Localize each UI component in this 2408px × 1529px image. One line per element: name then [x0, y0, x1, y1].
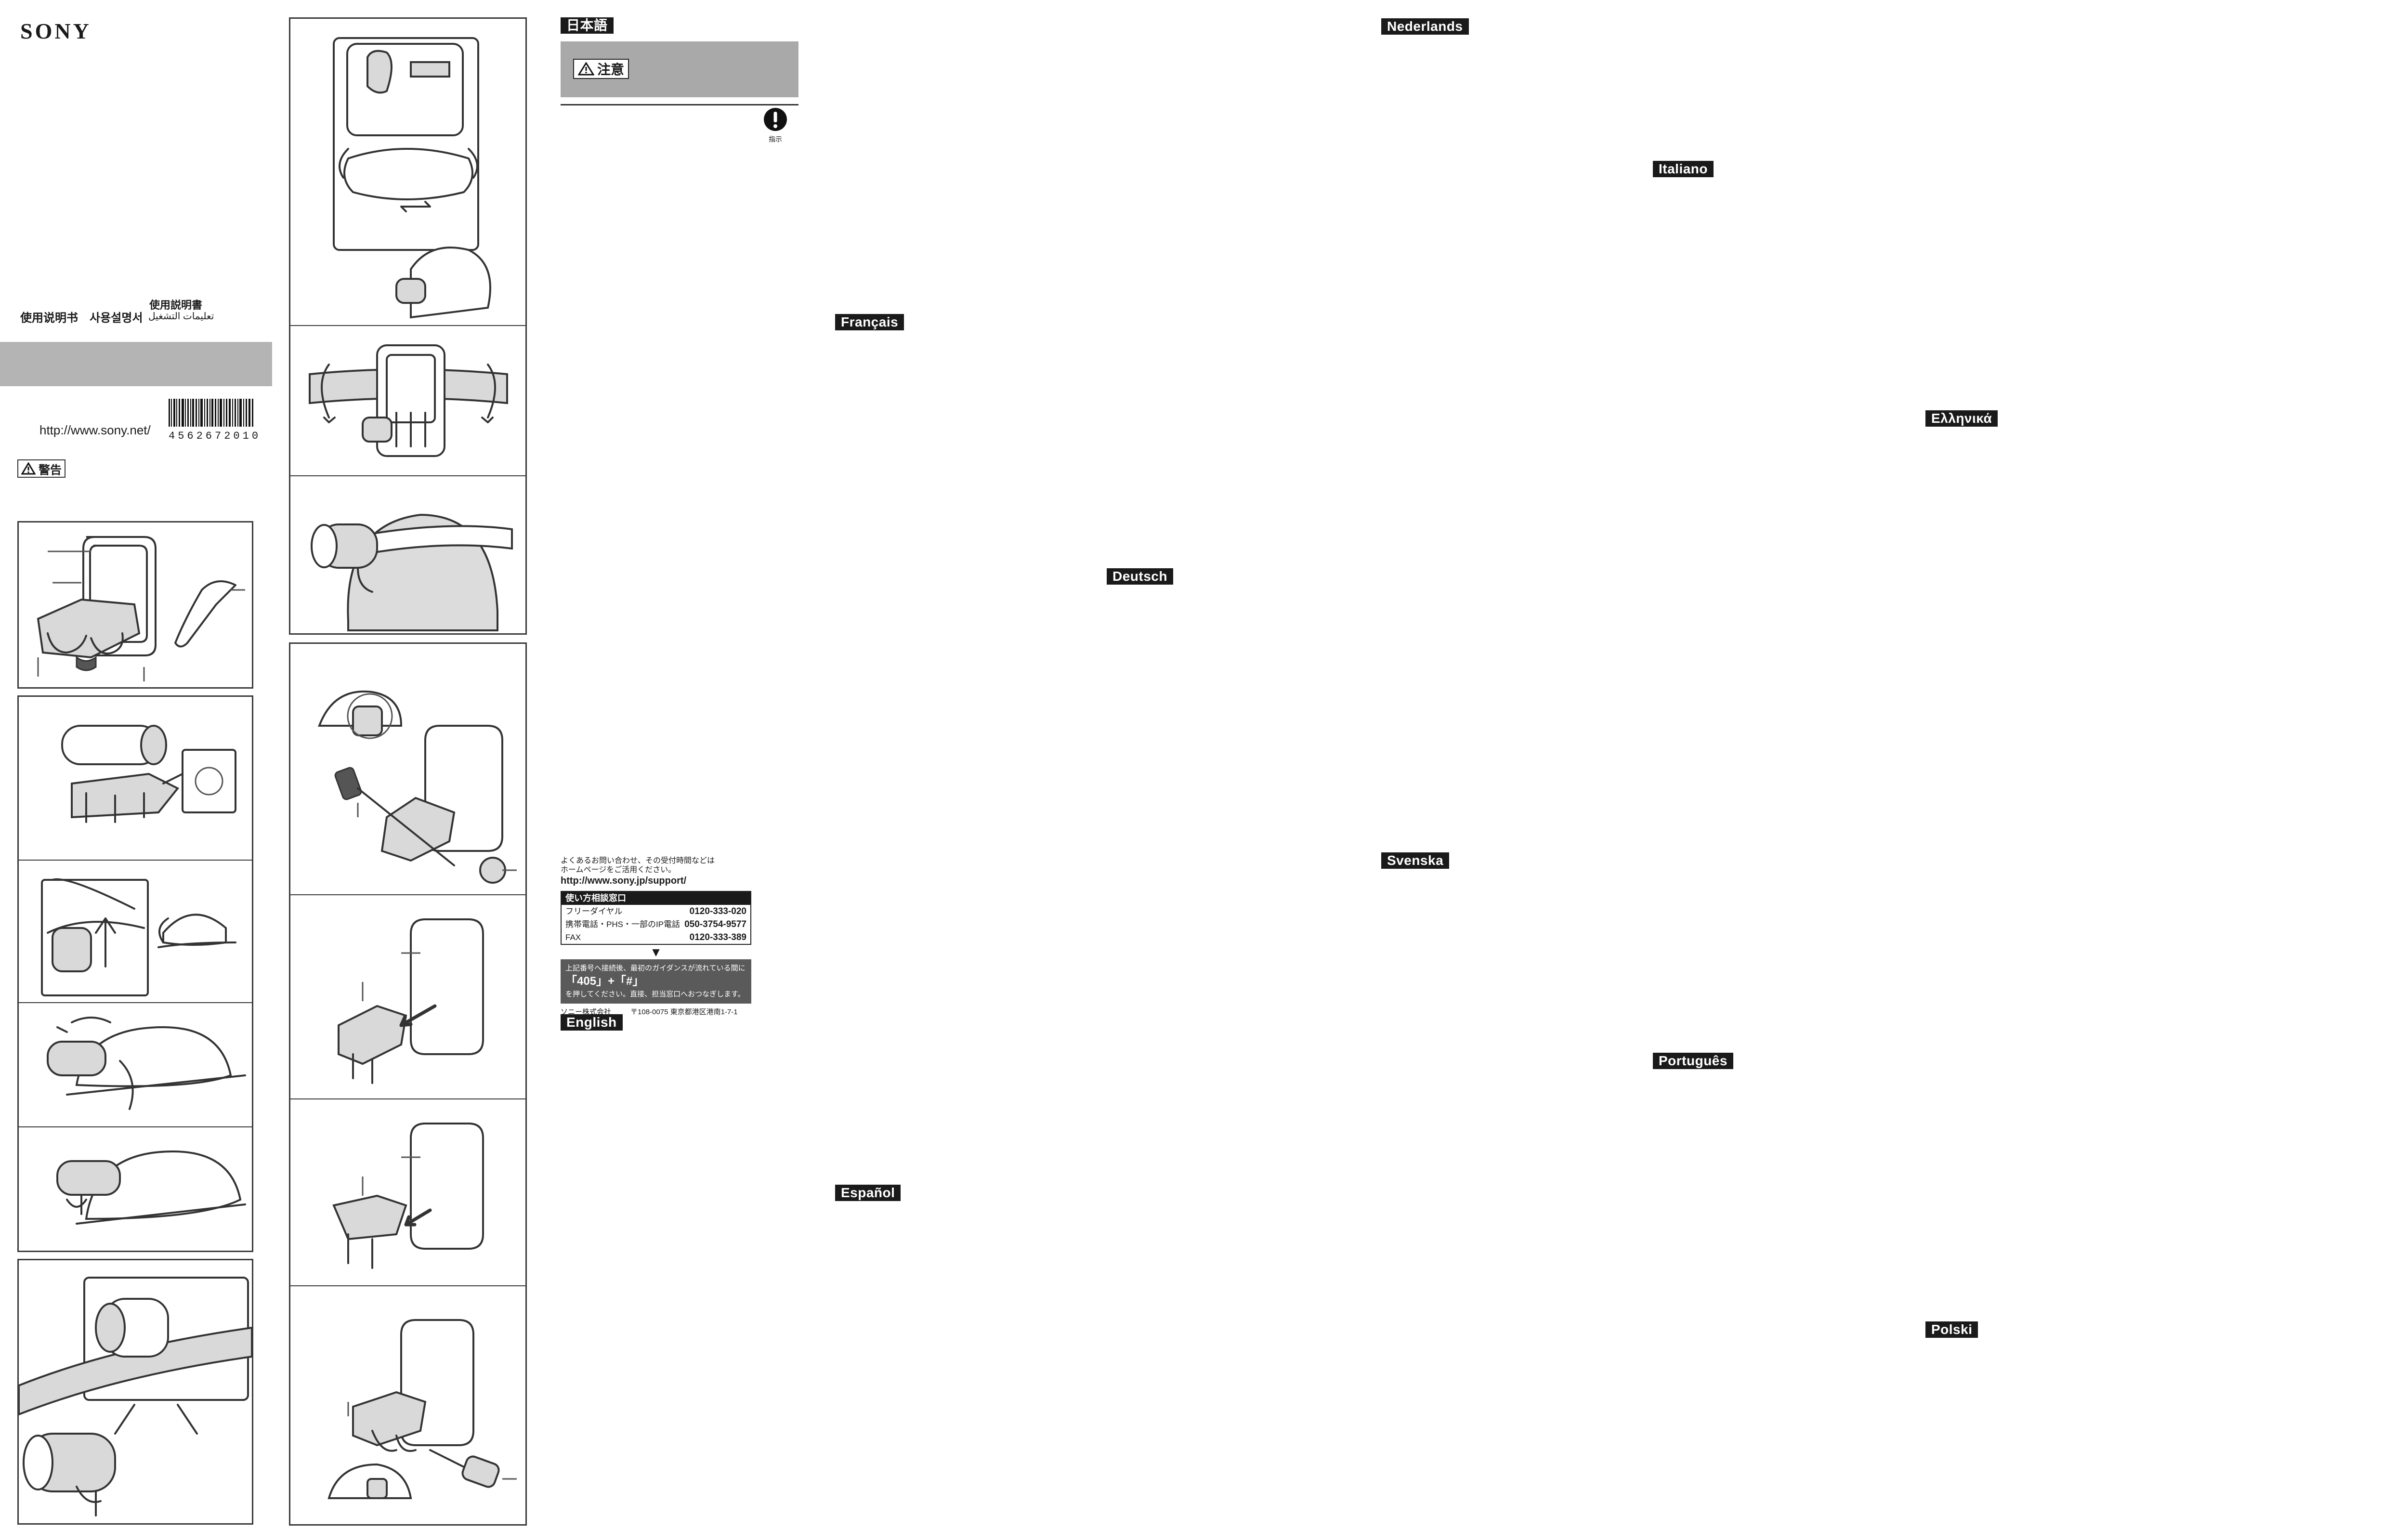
helmet-camera-final-illustration [56, 1150, 246, 1225]
helmet-rotate-illustration [47, 1017, 246, 1110]
support-guide-box: 上記番号へ接続後、最初のガイダンスが流れている間に 「405」+「#」 を押して… [561, 959, 751, 1004]
caution-label: 注意 [597, 62, 625, 77]
head-camera-illustration [311, 513, 513, 631]
support-row-number: 050-3754-9577 [684, 919, 746, 929]
lang-tag-english: English [561, 1014, 623, 1031]
manual-title-ar: تعليمات التشغيل [148, 311, 214, 322]
sony-logo: SONY [20, 19, 92, 43]
headband-camera-illustration [18, 1277, 253, 1516]
warning-heading: 警告 [17, 459, 65, 478]
support-contact-box: 使い方相談窓口 フリーダイヤル 0120-333-020 携帯電話・PHS・一部… [561, 891, 751, 945]
support-intro-2: ホームページをご活用ください。 [561, 866, 676, 874]
support-row-number: 0120-333-389 [689, 932, 746, 942]
barcode: 4562672010 [169, 399, 258, 442]
instruction-label: 指示 [769, 135, 782, 143]
support-box-title: 使い方相談窓口 [562, 892, 750, 905]
lang-tag-japanese: 日本語 [561, 17, 614, 34]
barcode-number: 4562672010 [169, 430, 262, 442]
clip-headband-illustration [309, 344, 508, 457]
barcode-bars [169, 399, 253, 427]
lang-tag-nederlands: Nederlands [1381, 18, 1469, 35]
plate-insert-illustration [332, 1123, 484, 1269]
mount-parts-illustration [37, 536, 245, 681]
manual-title-zh: 使用说明书 [20, 312, 78, 325]
lang-tag-portugues: Português [1653, 1053, 1733, 1069]
lang-tag-francais: Français [835, 314, 904, 330]
support-row-label: 携帯電話・PHS・一部のIP電話 [565, 920, 681, 929]
support-row-freedial: フリーダイヤル 0120-333-020 [562, 905, 750, 918]
support-guide-1: 上記番号へ接続後、最初のガイダンスが流れている間に [565, 964, 746, 972]
support-footer: ソニー株式会社 〒108-0075 東京都港区港南1-7-1 [561, 1006, 751, 1017]
lang-tag-svenska: Svenska [1381, 852, 1450, 869]
warning-triangle-icon [21, 462, 36, 475]
support-row-label: フリーダイヤル [565, 907, 623, 916]
exclamation-icon [764, 108, 787, 131]
instruction-mark: 指示 [763, 107, 788, 144]
figure-parts [17, 521, 253, 689]
support-row-mobile: 携帯電話・PHS・一部のIP電話 050-3754-9577 [562, 918, 750, 931]
support-url[interactable]: http://www.sony.jp/support/ [561, 876, 687, 886]
cap-mount-illustration [327, 1319, 517, 1499]
headband-adjust-illustration [333, 37, 491, 319]
support-footer-address: 〒108-0075 東京都港区港南1-7-1 [630, 1008, 738, 1016]
caution-triangle-icon [578, 62, 594, 76]
support-intro-1: よくあるお問い合わせ、その受付時間などは [561, 857, 715, 865]
figure-headband-steps [289, 17, 527, 635]
figure-assembly-steps [289, 642, 527, 1526]
support-guide-2: を押してください。直接、担当窓口へおつなぎします。 [565, 990, 745, 998]
caution-divider [561, 104, 798, 105]
camera-attach-illustration [61, 725, 236, 823]
support-guide-code: 「405」+「#」 [565, 975, 644, 988]
figure-headband-camera [17, 1259, 253, 1525]
lang-tag-espanol: Español [835, 1185, 901, 1201]
plate-slide-illustration [338, 918, 484, 1084]
lang-tag-italiano: Italiano [1653, 161, 1714, 177]
lang-tag-deutsch: Deutsch [1107, 568, 1173, 585]
website-link[interactable]: http://www.sony.net/ [39, 423, 151, 437]
caution-heading: 注意 [573, 59, 629, 79]
gray-band [0, 342, 272, 386]
figure-helmet-steps [17, 695, 253, 1252]
screw-assembly-illustration [318, 690, 517, 884]
support-row-label: FAX [565, 933, 581, 942]
support-row-fax: FAX 0120-333-389 [562, 931, 750, 944]
lang-tag-greek: Ελληνικά [1925, 410, 1998, 427]
support-row-number: 0120-333-020 [689, 906, 746, 916]
support-section: よくあるお問い合わせ、その受付時間などは ホームページをご活用ください。 htt… [561, 856, 751, 1017]
manual-title-ja: 使用説明書 [149, 299, 203, 311]
down-arrow-icon: ▼ [650, 945, 662, 959]
warning-label: 警告 [39, 463, 62, 477]
support-footer-company: ソニー株式会社 [561, 1008, 612, 1016]
caution-box: 注意 [561, 41, 798, 97]
manual-title-ko: 사용설명서 [90, 312, 143, 325]
lang-tag-polski: Polski [1925, 1321, 1978, 1338]
helmet-mount-illustration [41, 878, 236, 996]
